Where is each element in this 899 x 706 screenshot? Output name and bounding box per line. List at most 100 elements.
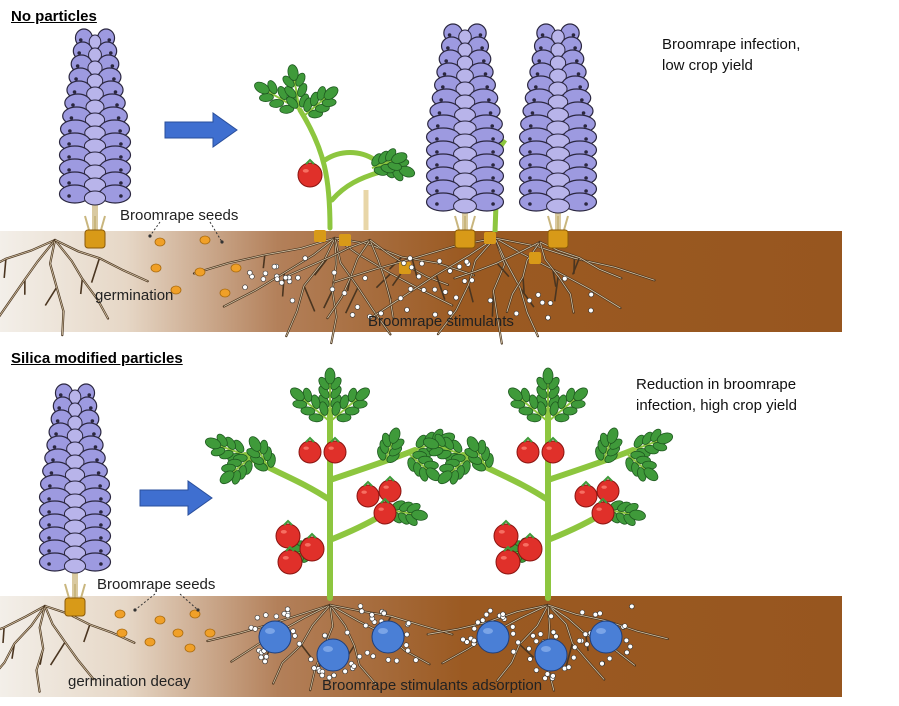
leaf-icon bbox=[536, 367, 560, 410]
flower-center bbox=[55, 419, 60, 423]
leaflet bbox=[336, 413, 352, 423]
stimulant-dot bbox=[550, 629, 557, 635]
flower-center bbox=[435, 137, 439, 141]
stimulant-dot bbox=[416, 273, 422, 280]
leaflet bbox=[224, 436, 237, 450]
flower-center bbox=[92, 432, 96, 436]
stimulant-dot bbox=[533, 667, 540, 673]
stimulant-dot bbox=[579, 609, 586, 616]
leaf-icon bbox=[437, 453, 471, 485]
leaflet bbox=[355, 387, 370, 402]
broomrape-seed-icon bbox=[170, 285, 182, 295]
leaves-layer bbox=[204, 64, 674, 566]
stimulant-dot bbox=[369, 612, 375, 618]
flower-center bbox=[99, 523, 103, 527]
broomrape-scale bbox=[100, 215, 106, 231]
flower-center bbox=[113, 90, 118, 94]
leaf-icon bbox=[508, 387, 547, 423]
flower-center bbox=[535, 72, 540, 76]
broomrape-flower-icon bbox=[453, 198, 477, 214]
stimulant-dot bbox=[447, 268, 453, 274]
flower-center bbox=[573, 46, 577, 50]
leaflet bbox=[518, 406, 534, 416]
leaflet bbox=[290, 387, 305, 402]
flower-center bbox=[528, 189, 532, 193]
flower-center bbox=[537, 59, 541, 63]
flower-center bbox=[575, 59, 579, 63]
leaflet bbox=[549, 401, 559, 416]
flower-center bbox=[47, 497, 51, 501]
stimulant-dot bbox=[381, 610, 387, 617]
broomrape-scale bbox=[470, 215, 476, 231]
stimulants-adsorption-label: Broomrape stimulants adsorption bbox=[322, 677, 543, 694]
root-branch bbox=[553, 276, 559, 302]
stimulant-dot bbox=[284, 606, 291, 612]
silica-particle-icon bbox=[589, 620, 623, 654]
flower-center bbox=[109, 51, 113, 55]
flower-center bbox=[54, 432, 58, 436]
tomato-icon bbox=[574, 484, 598, 508]
root-branch bbox=[49, 641, 66, 666]
tomato-icon bbox=[356, 484, 380, 508]
root-highlight bbox=[334, 237, 391, 335]
tomato-icon bbox=[493, 523, 519, 549]
silica-particle-icon bbox=[476, 620, 510, 654]
stimulant-dot bbox=[271, 263, 278, 270]
tomato-calyx bbox=[385, 475, 395, 482]
leaf-icon bbox=[331, 387, 370, 423]
tomato-calyx bbox=[503, 545, 513, 552]
leaflet bbox=[411, 509, 428, 521]
root-branch bbox=[2, 627, 5, 644]
leaflet bbox=[537, 401, 547, 416]
stimulant-dot bbox=[419, 260, 425, 267]
outcome-text-bottom: Reduction in broomrape infection, high c… bbox=[636, 374, 797, 416]
flower-center bbox=[77, 51, 81, 55]
tomato-highlight bbox=[596, 507, 602, 511]
stimulant-dot bbox=[483, 611, 490, 618]
flower-center bbox=[67, 194, 71, 198]
stimulant-dot bbox=[447, 310, 453, 316]
stimulant-dot bbox=[273, 613, 280, 620]
broomrape-scale bbox=[454, 215, 460, 231]
flower-center bbox=[584, 137, 588, 141]
flower-center bbox=[583, 124, 588, 128]
broomrape-tuber bbox=[84, 229, 106, 249]
root-branch bbox=[3, 258, 7, 278]
tomato-calyx bbox=[305, 436, 315, 443]
leaflet bbox=[300, 406, 316, 416]
outcome-line-1: Reduction in broomrape bbox=[636, 376, 797, 393]
stimulant-dot bbox=[545, 314, 551, 321]
particle-highlight bbox=[541, 646, 551, 652]
leaflet bbox=[466, 436, 480, 452]
flower-center bbox=[435, 150, 439, 154]
root-branch bbox=[300, 644, 313, 659]
stimulant-dot bbox=[341, 290, 348, 296]
flower-center bbox=[57, 406, 61, 410]
stimulant-dot bbox=[258, 654, 264, 661]
leaf-stem bbox=[304, 94, 329, 116]
flower-center bbox=[119, 155, 123, 159]
stimulant-dot bbox=[331, 672, 337, 679]
stimulant-dot bbox=[349, 312, 356, 318]
flower-center bbox=[67, 142, 71, 146]
flower-center bbox=[47, 562, 51, 566]
flower-center bbox=[435, 202, 439, 206]
flower-center bbox=[487, 98, 491, 102]
stimulant-dot bbox=[263, 612, 269, 618]
broomrape-seed-icon bbox=[204, 628, 216, 638]
silica-particles-layer bbox=[258, 620, 623, 672]
tomato-icon bbox=[495, 549, 521, 575]
stimulant-dot bbox=[436, 258, 443, 264]
tomato-calyx bbox=[305, 158, 315, 165]
tomato-highlight bbox=[383, 485, 389, 489]
leaf-icon bbox=[371, 148, 408, 176]
flower-center bbox=[584, 202, 588, 206]
silica-particle-icon bbox=[316, 638, 350, 672]
flower-center bbox=[98, 484, 102, 488]
stimulant-dot bbox=[544, 671, 551, 677]
leaflet bbox=[297, 83, 308, 98]
stimulant-dot bbox=[572, 644, 578, 650]
stimulant-dot bbox=[342, 668, 348, 675]
leaflet bbox=[331, 401, 341, 416]
stimulant-dot bbox=[405, 647, 411, 654]
